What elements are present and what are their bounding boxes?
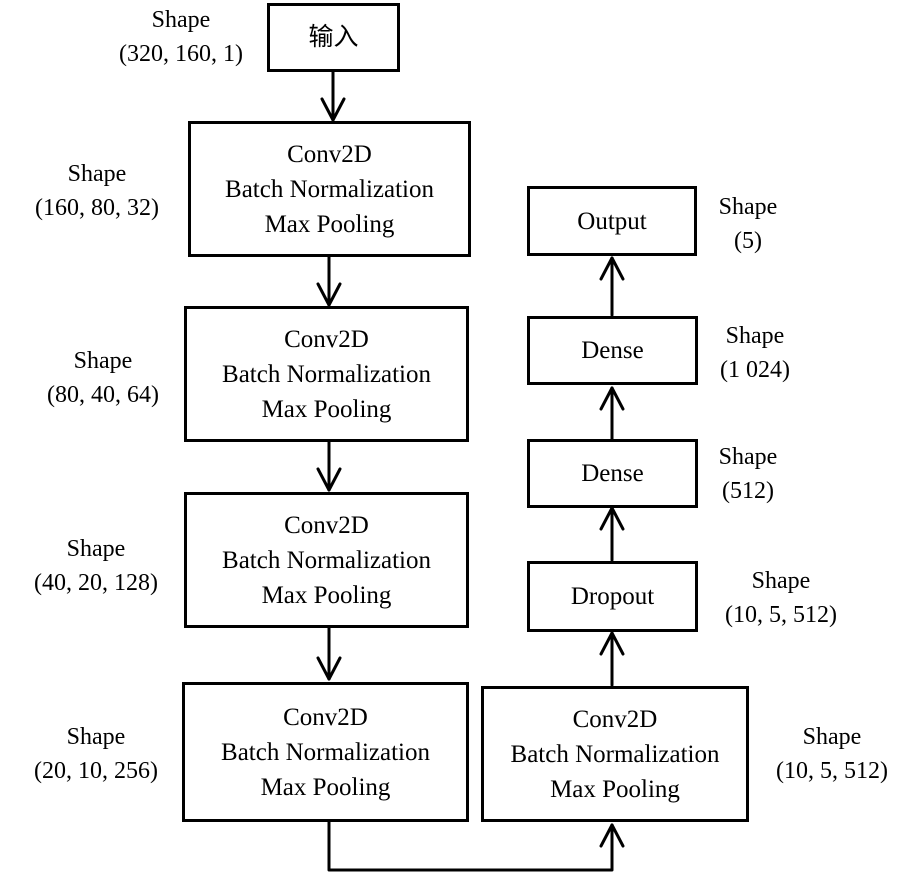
conv-block-5-line1: Conv2D bbox=[572, 705, 658, 733]
conv-block-4-shape-title: Shape bbox=[66, 724, 126, 750]
conv-block-5: Conv2D Batch Normalization Max Pooling bbox=[481, 686, 749, 822]
input-shape-title: Shape bbox=[151, 7, 211, 33]
conv-block-2-shape-value: (80, 40, 64) bbox=[47, 382, 159, 408]
arrowhead-up-5 bbox=[599, 823, 625, 848]
conv-block-5-line3: Max Pooling bbox=[550, 775, 680, 803]
conv-block-5-shape-title: Shape bbox=[802, 724, 862, 750]
arrowhead-up-7 bbox=[599, 506, 625, 531]
conv-block-3: Conv2D Batch Normalization Max Pooling bbox=[184, 492, 469, 628]
output-label: Output bbox=[577, 207, 647, 235]
arrowhead-up-8 bbox=[599, 386, 625, 411]
dense-2-shape-title: Shape bbox=[725, 323, 785, 349]
arrowhead-down-3 bbox=[316, 467, 342, 492]
dropout-node: Dropout bbox=[527, 561, 698, 632]
conv-block-4-line1: Conv2D bbox=[283, 703, 368, 731]
dense-1-label: Dense bbox=[581, 460, 644, 487]
arrowhead-up-9 bbox=[599, 256, 625, 281]
dense-1-shape-title: Shape bbox=[718, 444, 778, 470]
arrow-conv4-to-conv5 bbox=[327, 820, 614, 872]
conv-block-2-line3: Max Pooling bbox=[261, 395, 392, 423]
output-node: Output bbox=[527, 186, 697, 256]
conv-block-4-line2: Batch Normalization bbox=[221, 738, 430, 766]
conv-block-3-line2: Batch Normalization bbox=[222, 546, 431, 574]
conv-block-4-shape: Shape (20, 10, 256) bbox=[34, 720, 158, 788]
conv-block-2-line1: Conv2D bbox=[284, 325, 369, 353]
arrowhead-down-4 bbox=[316, 656, 342, 681]
dense-node-2: Dense bbox=[527, 316, 698, 385]
conv-block-5-shape: Shape (10, 5, 512) bbox=[776, 720, 888, 788]
dense-2-shape: Shape (1 024) bbox=[720, 319, 790, 387]
conv-block-2-line2: Batch Normalization bbox=[222, 360, 431, 388]
conv-block-3-shape-title: Shape bbox=[66, 536, 126, 562]
conv-block-1-shape-value: (160, 80, 32) bbox=[35, 195, 159, 221]
conv-block-1-shape: Shape (160, 80, 32) bbox=[35, 157, 159, 225]
conv-block-3-shape-value: (40, 20, 128) bbox=[34, 570, 158, 596]
conv-block-2-shape: Shape (80, 40, 64) bbox=[47, 344, 159, 412]
output-shape: Shape (5) bbox=[719, 190, 778, 258]
dropout-shape: Shape (10, 5, 512) bbox=[725, 564, 837, 632]
conv-block-1: Conv2D Batch Normalization Max Pooling bbox=[188, 121, 471, 257]
dense-node-1: Dense bbox=[527, 439, 698, 508]
dense-1-shape-value: (512) bbox=[722, 478, 774, 504]
dropout-label: Dropout bbox=[570, 583, 655, 610]
conv-block-4-shape-value: (20, 10, 256) bbox=[34, 758, 158, 784]
conv-block-2: Conv2D Batch Normalization Max Pooling bbox=[184, 306, 469, 442]
conv-block-1-shape-title: Shape bbox=[67, 161, 127, 187]
conv-block-5-line2: Batch Normalization bbox=[510, 740, 720, 768]
input-node: 输入 bbox=[267, 3, 400, 72]
arrowhead-down-2 bbox=[316, 282, 342, 307]
conv-block-5-shape-value: (10, 5, 512) bbox=[776, 758, 888, 784]
dropout-shape-value: (10, 5, 512) bbox=[725, 602, 837, 628]
input-shape-value: (320, 160, 1) bbox=[119, 41, 243, 67]
dense-2-label: Dense bbox=[581, 337, 644, 364]
input-shape-label: Shape (320, 160, 1) bbox=[119, 3, 243, 71]
dense-1-shape: Shape (512) bbox=[719, 440, 778, 508]
arrowhead-up-6 bbox=[599, 631, 625, 656]
conv-block-3-line3: Max Pooling bbox=[261, 581, 392, 609]
output-shape-value: (5) bbox=[734, 228, 762, 254]
conv-block-1-line3: Max Pooling bbox=[264, 210, 395, 238]
input-node-label: 输入 bbox=[308, 24, 359, 51]
conv-block-2-shape-title: Shape bbox=[73, 348, 133, 374]
conv-block-3-line1: Conv2D bbox=[284, 511, 369, 539]
dense-2-shape-value: (1 024) bbox=[720, 357, 790, 383]
conv-block-3-shape: Shape (40, 20, 128) bbox=[34, 532, 158, 600]
arrowhead-down-1 bbox=[320, 97, 346, 122]
output-shape-title: Shape bbox=[718, 194, 778, 220]
conv-block-1-line2: Batch Normalization bbox=[225, 175, 434, 203]
conv-block-4: Conv2D Batch Normalization Max Pooling bbox=[182, 682, 469, 822]
dropout-shape-title: Shape bbox=[751, 568, 811, 594]
conv-block-4-line3: Max Pooling bbox=[260, 773, 391, 801]
conv-block-1-line1: Conv2D bbox=[287, 140, 372, 168]
